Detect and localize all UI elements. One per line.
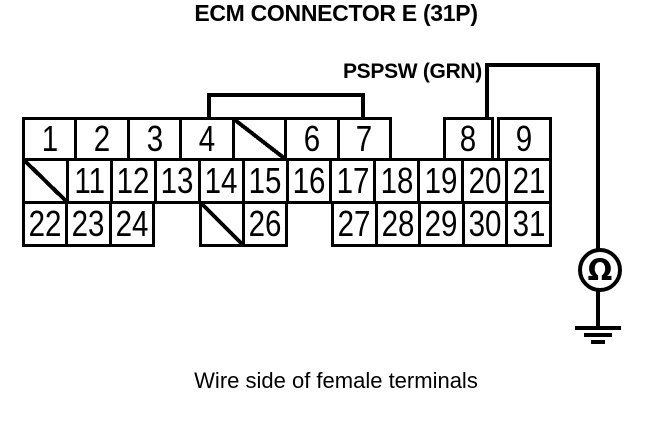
pin-cell-26: 26 [242,204,285,244]
pin-cell-18: 18 [373,161,417,201]
pin-number: 7 [356,120,373,158]
pin-number: 14 [204,161,238,201]
pin-cell-24: 24 [108,204,152,244]
pin-number: 11 [74,161,105,201]
wire-segment-to-ground [596,291,600,329]
pin-number: 28 [381,204,415,244]
pin-number: 29 [425,204,458,244]
connector-bracket [207,93,365,120]
pin-number: 20 [468,161,502,201]
ground-bar-2 [584,333,612,337]
pin-cell-12: 12 [109,161,154,201]
pin-number: 24 [115,204,149,244]
blocked-cell [25,161,66,201]
pin-number: 18 [380,161,414,201]
pin-cell-7: 7 [336,120,389,158]
connector-row-block: 26 [199,201,288,247]
pin-number: 19 [424,161,458,201]
pin-number: 30 [468,204,502,244]
pin-cell-19: 19 [417,161,461,201]
pin-cell-30: 30 [461,204,506,244]
connector-row-block: 9 [497,117,552,161]
pin-number: 2 [93,120,111,158]
pin-number: 21 [512,161,546,201]
pin-cell-11: 11 [65,161,110,201]
pin-cell-21: 21 [505,161,549,201]
pin-number: 8 [460,120,477,158]
pin-cell-9: 9 [500,120,549,158]
diagram-caption: Wire side of female terminals [194,368,478,393]
pin-cell-23: 23 [65,204,108,244]
pin-cell-2: 2 [74,120,126,158]
pin-number: 15 [248,161,282,201]
pin-cell-3: 3 [126,120,179,158]
connector-row-block: 8 [443,117,494,161]
pin-cell-27: 27 [334,204,375,244]
pin-cell-14: 14 [197,161,242,201]
ohm-symbol: Ω [587,253,613,287]
ohmmeter-icon: Ω [578,248,622,292]
pin-number: 16 [292,161,326,201]
pin-number: 12 [116,161,150,201]
wire-segment-vertical-meter [596,63,600,249]
pin-cell-6: 6 [284,120,336,158]
pin-number: 9 [516,120,533,158]
page-title: ECM CONNECTOR E (31P) [194,0,478,26]
pin-cell-16: 16 [285,161,330,201]
pin-number: 17 [336,161,370,201]
ground-bar-1 [575,326,621,330]
pin-number: 3 [146,120,163,158]
pin-number: 6 [303,120,321,158]
pin-cell-1: 1 [25,120,74,158]
blocked-cell [231,120,285,158]
pin-cell-17: 17 [329,161,373,201]
wire-segment-vertical-pin8 [485,63,489,120]
pin-cell-28: 28 [374,204,419,244]
wire-segment-horizontal [485,63,600,67]
pin-number: 26 [248,204,282,244]
pin-cell-31: 31 [505,204,549,244]
pin-number: 4 [198,120,216,158]
wire-name-label: PSPSW (GRN) [342,60,482,83]
pin-number: 23 [72,204,105,244]
ground-bar-3 [591,340,605,344]
pin-cell-29: 29 [418,204,462,244]
pin-cell-20: 20 [461,161,505,201]
pin-cell-15: 15 [241,161,286,201]
pin-number: 27 [337,204,371,244]
pin-cell-4: 4 [179,120,231,158]
pin-number: 31 [512,204,546,244]
pin-number: 22 [28,204,62,244]
pin-number: 13 [160,161,194,201]
pin-number: 1 [41,120,58,158]
pin-cell-22: 22 [25,204,65,244]
pin-cell-8: 8 [446,120,491,158]
pin-cell-13: 13 [153,161,198,201]
blocked-cell [202,204,242,244]
